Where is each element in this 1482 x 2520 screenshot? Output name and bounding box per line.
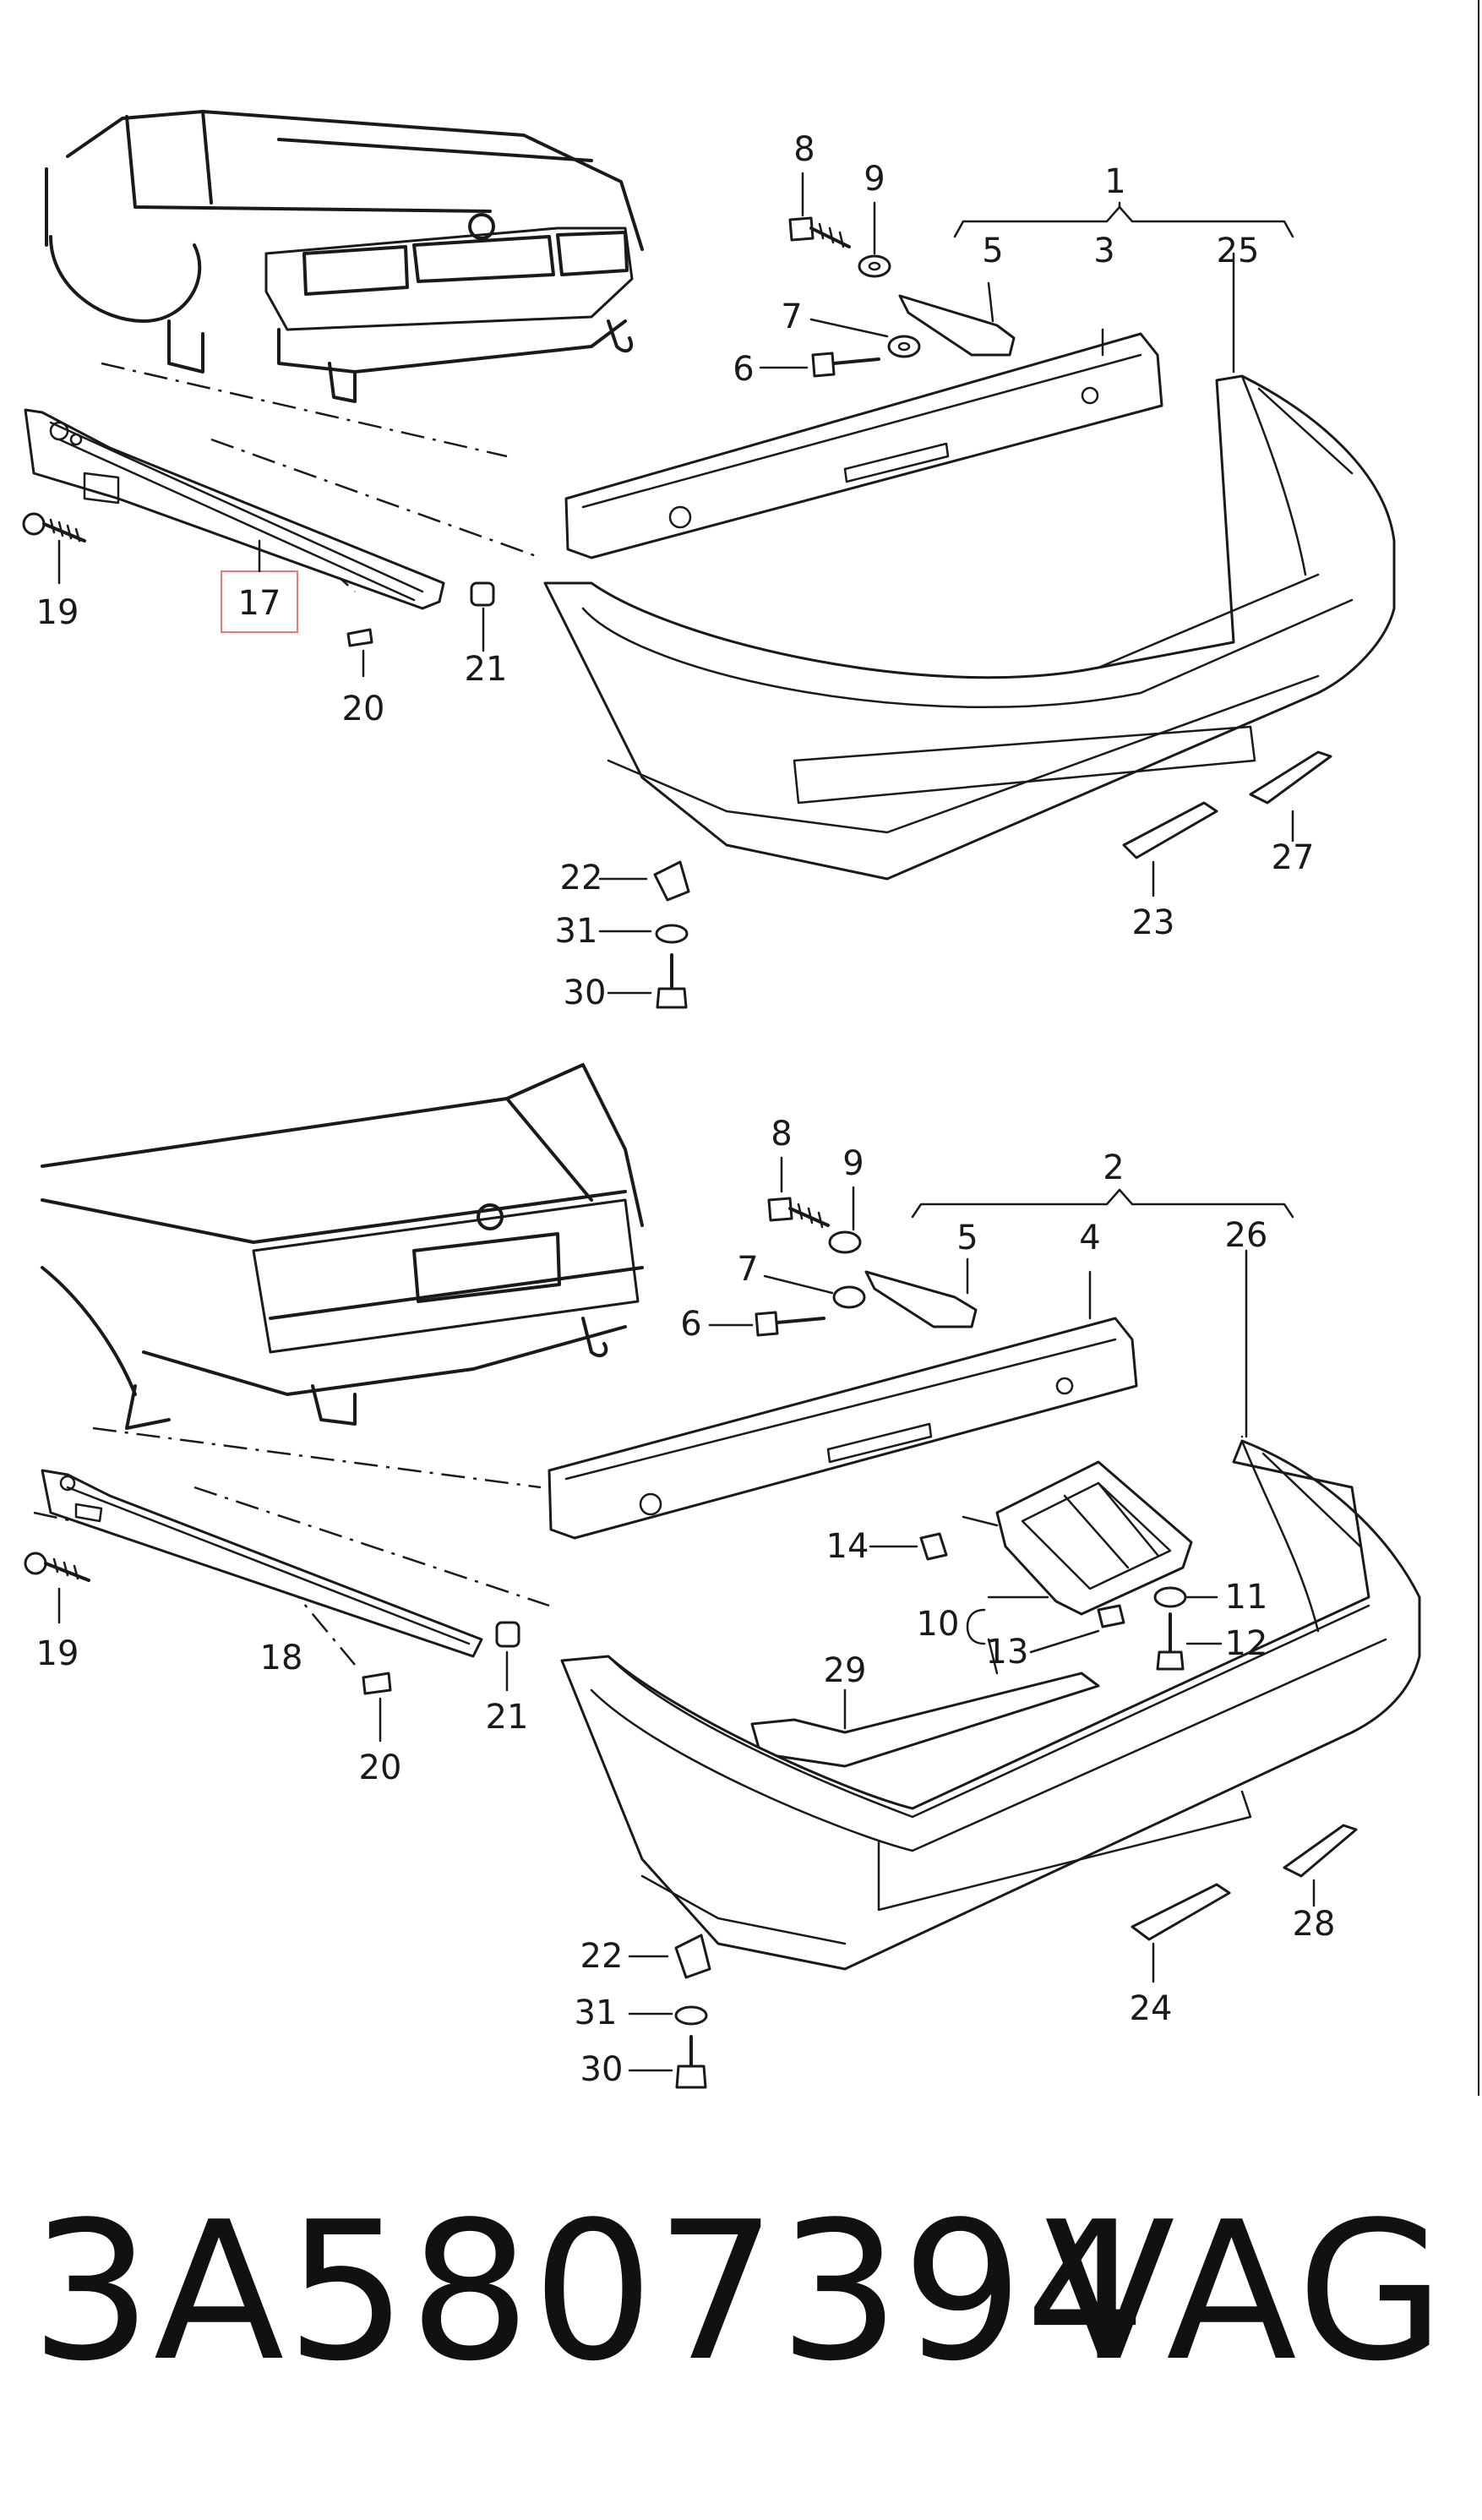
callout-17: 17 [238,584,281,623]
callout-3: 3 [1093,232,1114,270]
washer-part-9 [858,201,891,278]
cover-cap-part-24 [1131,1883,1231,1983]
callout-8: 8 [793,130,815,169]
bumper-cover-part-25 [543,252,1396,881]
bolt-part-30 [607,953,688,1009]
callout-30-bottom: 30 [580,2050,624,2089]
callout-7-bottom: 7 [737,1250,758,1289]
callout-13: 13 [986,1633,1029,1672]
washer-part-31 [598,924,689,944]
screw-part-19-bottom [24,1552,90,1624]
washer-part-7 [809,318,921,358]
callout-28: 28 [1293,1905,1336,1944]
washer-part-31-bottom [628,2005,708,2026]
callout-7: 7 [781,297,802,336]
tow-bracket-part-10 [962,1460,1193,1675]
part-number: 3A5807394 [30,2181,1148,2403]
bolt-part-6-bottom [708,1311,825,1337]
callout-19: 19 [36,593,79,632]
washer-part-7-bottom [763,1274,866,1309]
callout-23: 23 [1132,903,1175,942]
nut-part-14 [869,1532,948,1561]
callout-1: 1 [1104,162,1125,201]
callout-4: 4 [1079,1219,1100,1257]
callout-12: 12 [1225,1624,1268,1663]
clip-part-22-bottom [628,1934,711,1979]
callout-11: 11 [1225,1578,1268,1617]
callout-31-bottom: 31 [575,1994,618,2032]
trim-strip-part-18 [41,1469,483,1658]
callout-27: 27 [1272,838,1315,877]
sedan-rear-illustration [45,110,644,403]
clip-part-20 [346,628,373,678]
callout-21: 21 [465,650,508,689]
clip-part-22 [598,860,690,902]
callout-25: 25 [1217,232,1260,270]
reinforcement-beam-part-4 [548,1270,1138,1540]
nut-part-13 [1029,1604,1125,1654]
callout-6: 6 [733,350,754,389]
callout-31: 31 [555,912,598,951]
callout-30: 30 [564,974,607,1012]
bolt-part-30-bottom [628,2035,707,2089]
bumper-cover-part-26 [560,1249,1421,1971]
reinforcement-beam-part-3 [564,328,1163,559]
screw-part-19 [22,512,86,585]
brand-name: VAG [1044,2181,1448,2403]
cover-cap-part-23 [1122,801,1218,897]
callout-18: 18 [260,1639,303,1677]
callout-20-bottom: 20 [359,1748,402,1787]
callout-2: 2 [1103,1148,1124,1187]
bolt-part-6 [759,352,880,378]
callout-5-bottom: 5 [956,1219,978,1257]
clip-part-20-bottom [362,1672,392,1743]
callout-5: 5 [982,232,1003,270]
bolt-part-8 [788,172,851,248]
callout-8-bottom: 8 [771,1115,792,1154]
bottom-assembly: 2 4 5 6 7 8 9 10 11 12 13 14 18 19 20 21… [24,1063,1421,2089]
exploded-parts-diagram: 1 3 5 6 7 8 9 17 19 20 21 22 23 25 27 30… [22,0,1479,2096]
trim-strip-part-17 [24,408,445,610]
washer-part-11 [1153,1586,1218,1608]
callout-24: 24 [1130,1989,1173,2028]
nut-part-21-bottom [495,1621,520,1692]
bolt-part-12 [1156,1612,1223,1671]
callout-29: 29 [824,1651,867,1690]
callout-10: 10 [917,1605,960,1644]
bracket-part-28 [1283,1824,1358,1907]
estate-rear-illustration [41,1063,644,1430]
bolt-part-8-bottom [767,1156,830,1229]
callout-20: 20 [342,690,385,728]
callout-22-bottom: 22 [580,1937,624,1976]
callout-21-bottom: 21 [486,1698,529,1737]
bracket-part-5 [898,281,1016,357]
callout-26: 26 [1225,1216,1268,1255]
callout-14: 14 [826,1527,869,1566]
washer-part-9-bottom [828,1186,862,1254]
callout-6-bottom: 6 [680,1305,701,1344]
callout-22: 22 [560,859,603,897]
callout-19-bottom: 19 [36,1634,79,1673]
nut-part-21 [470,581,495,652]
callout-9: 9 [864,160,885,199]
callout-9-bottom: 9 [842,1144,864,1183]
bracket-part-27 [1249,750,1332,843]
top-assembly: 1 3 5 6 7 8 9 17 19 20 21 22 23 25 27 30… [22,110,1396,1012]
bracket-part-5-bottom [864,1257,978,1328]
